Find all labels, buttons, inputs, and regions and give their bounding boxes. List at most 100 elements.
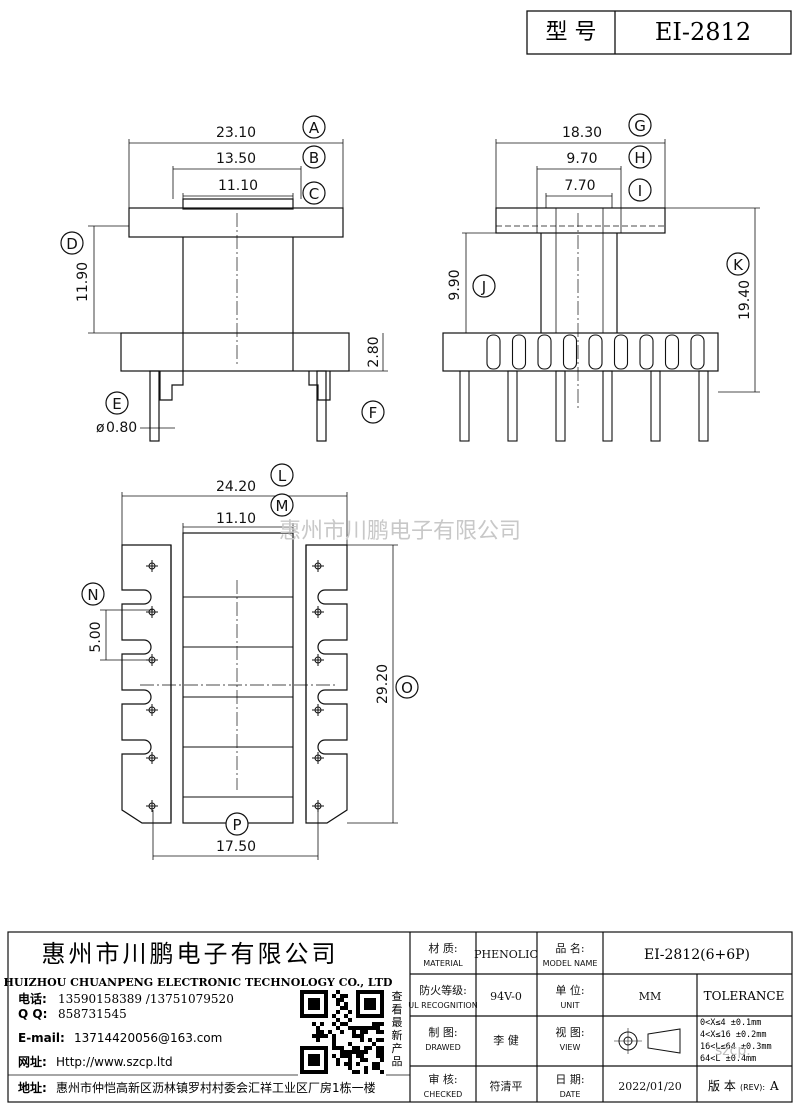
- dim-c: 11.10: [218, 178, 258, 194]
- side-pins: [459, 370, 709, 442]
- qr-caption-char: 品: [392, 1055, 403, 1068]
- side-slot: [486, 334, 501, 370]
- company-name-cn: 惠州市川鹏电子有限公司: [42, 940, 339, 968]
- side-slot: [613, 334, 629, 370]
- dim-g: 18.30: [562, 125, 602, 141]
- callout-b: B: [302, 145, 326, 169]
- svg-text:H: H: [634, 149, 645, 167]
- side-slot: [588, 334, 603, 370]
- callout-i: I: [628, 178, 652, 202]
- phone-value: 13590158389 /13751079520: [58, 992, 234, 1006]
- dim-a: 23.10: [216, 125, 256, 141]
- date-label: 日 期:: [555, 1073, 584, 1086]
- material-value: PHENOLIC: [474, 948, 538, 961]
- side-slot: [537, 334, 552, 370]
- svg-text:M: M: [276, 497, 289, 515]
- checked-label: 审 核:: [428, 1072, 457, 1086]
- callout-j: J: [472, 274, 496, 298]
- side-slots: [486, 334, 705, 370]
- side-slot: [690, 334, 705, 370]
- callout-n: N: [81, 582, 105, 606]
- unit-label-en: UNIT: [560, 1001, 579, 1010]
- rev-label: 版 本: [708, 1079, 736, 1093]
- side-pin: [555, 370, 566, 442]
- callout-c: C: [302, 181, 326, 205]
- dim-l: 24.20: [216, 479, 256, 495]
- material-label-en: MATERIAL: [423, 959, 463, 968]
- flame-label-en: UL RECOGNITION: [408, 1001, 477, 1010]
- tolerance-row: 16<L≤64 ±0.3mm: [700, 1042, 772, 1052]
- callout-g: G: [628, 113, 652, 137]
- callout-p: P: [225, 812, 249, 836]
- watermark: 惠州市川鹏电子有限公司: [279, 519, 521, 544]
- flame-label: 防火等级:: [419, 983, 467, 997]
- side-pin: [650, 370, 661, 442]
- qr-caption-char: 查: [392, 989, 403, 1003]
- unit-value: MM: [639, 990, 662, 1003]
- flame-value: 94V-0: [490, 990, 522, 1003]
- dim-m: 11.10: [216, 511, 256, 527]
- svg-text:A: A: [309, 119, 320, 137]
- side-pin: [459, 370, 470, 442]
- side-pin: [698, 370, 709, 442]
- svg-text:E: E: [112, 395, 121, 413]
- tolerance-row: 0<X≤4 ±0.1mm: [700, 1018, 761, 1028]
- dim-b: 13.50: [216, 151, 256, 167]
- tolerance-row: 64<L ±0.4mm: [700, 1054, 756, 1064]
- qq-value: 858731545: [58, 1007, 127, 1021]
- model-label: 型 号: [546, 20, 597, 45]
- qr-caption-char: 新: [392, 1028, 403, 1042]
- svg-text:G: G: [634, 117, 646, 135]
- company-name-en: HUIZHOU CHUANPENG ELECTRONIC TECHNOLOGY …: [4, 976, 393, 989]
- svg-text:K: K: [733, 256, 744, 274]
- projection-symbol: [614, 1028, 681, 1054]
- dim-f: 2.80: [366, 336, 382, 367]
- qr-caption-char: 看: [392, 1002, 403, 1016]
- bobbin-partitions: [183, 596, 293, 798]
- drawn-label: 制 图:: [428, 1026, 457, 1039]
- side-slot: [664, 334, 680, 370]
- side-view: [442, 139, 760, 410]
- checked-value: 符清平: [490, 1080, 523, 1093]
- callout-o: O: [395, 675, 419, 699]
- date-value: 2022/01/20: [618, 1080, 681, 1093]
- qr-caption-char: 最: [392, 1016, 403, 1029]
- qr-code[interactable]: [298, 988, 386, 1076]
- tolerance-row: 4<X≤16 ±0.2mm: [700, 1030, 767, 1040]
- qr-caption: 查 看 最 新 产 品: [392, 989, 403, 1068]
- partname-label-en: MODEL NAME: [543, 959, 598, 968]
- front-view: [88, 139, 388, 442]
- title-block-frame: [7, 931, 793, 1103]
- dim-d: 11.90: [75, 262, 91, 302]
- partname-value: EI-2812(6+6P): [644, 947, 750, 963]
- view-label: 视 图:: [555, 1025, 584, 1039]
- bottom-pin-holes: [146, 560, 324, 812]
- side-slot: [562, 334, 578, 370]
- dim-o: 29.20: [375, 664, 391, 704]
- drawn-value: 李 健: [493, 1033, 519, 1047]
- partname-label: 品 名:: [555, 941, 584, 955]
- side-pin: [602, 370, 613, 442]
- addr-label: 地址:: [18, 1080, 47, 1095]
- drawn-label-en: DRAWED: [425, 1043, 461, 1052]
- rev-label-en: (REV):: [740, 1083, 765, 1092]
- model-header: [526, 10, 792, 55]
- svg-text:J: J: [481, 278, 486, 296]
- svg-text:B: B: [309, 149, 319, 167]
- callout-h: H: [628, 145, 652, 169]
- unit-label: 单 位:: [555, 983, 584, 997]
- side-slot: [511, 334, 527, 370]
- svg-text:D: D: [66, 235, 78, 253]
- svg-text:O: O: [401, 679, 413, 697]
- email-value: 13714420056@163.com: [74, 1031, 222, 1045]
- dim-j: 9.90: [447, 269, 463, 300]
- callout-k: K: [726, 252, 750, 276]
- dim-k: 19.40: [737, 280, 753, 320]
- dim-n: 5.00: [88, 621, 104, 652]
- callout-e: E: [105, 391, 129, 415]
- svg-text:I: I: [638, 182, 642, 200]
- email-label: E-mail:: [18, 1031, 65, 1045]
- dim-e: 0.80: [106, 420, 137, 436]
- view-label-en: VIEW: [560, 1043, 581, 1052]
- dim-p: 17.50: [216, 839, 256, 855]
